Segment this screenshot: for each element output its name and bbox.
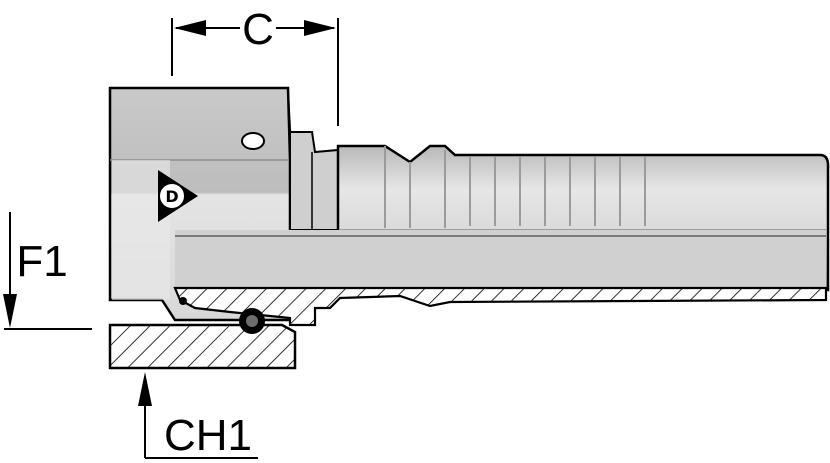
- stem-section: [173, 286, 828, 327]
- dimension-ch1-label: CH1: [164, 411, 252, 460]
- dimension-ch1: [138, 372, 258, 459]
- dimension-f1: [3, 212, 92, 330]
- inner-bore: [175, 230, 826, 290]
- dimension-f1-label: F1: [16, 237, 67, 286]
- nut-section: [108, 323, 297, 370]
- fitting-collar: [289, 131, 342, 231]
- dunlop-logo-icon: D: [158, 170, 198, 222]
- dimension-c: [171, 18, 339, 126]
- o-ring: [179, 297, 265, 334]
- dimension-c-label: C: [242, 5, 274, 54]
- svg-text:D: D: [165, 187, 178, 206]
